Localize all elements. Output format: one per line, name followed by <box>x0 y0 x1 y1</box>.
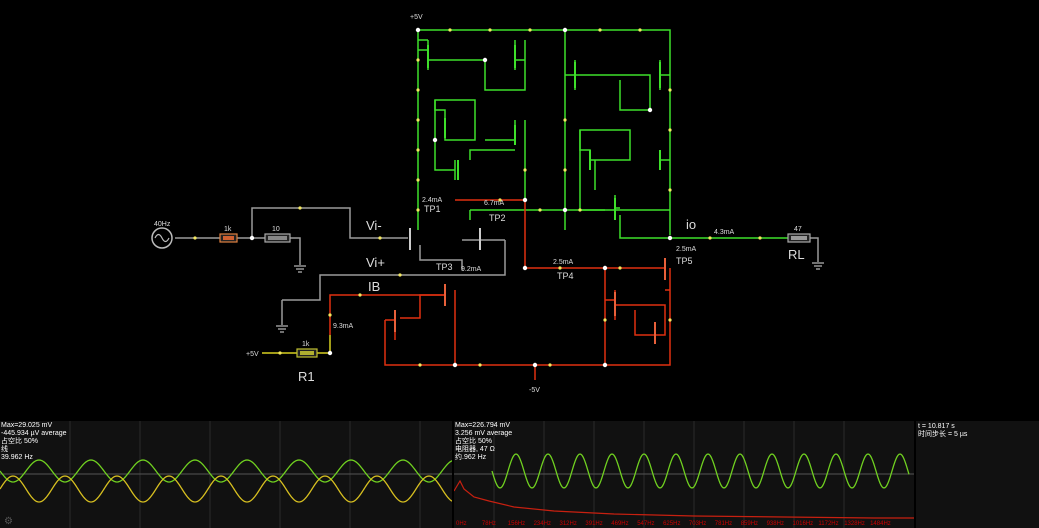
r-source-label: 1k <box>224 226 232 233</box>
gear-icon[interactable]: ⚙ <box>4 516 13 527</box>
load-value-label: 47 <box>794 226 802 233</box>
node-ib-label: IB <box>368 279 380 294</box>
scope-1-max: Max=29.025 mV <box>1 422 53 429</box>
r-bias-label: 1k <box>302 341 310 348</box>
i-tp5-label: 2.5mA <box>676 246 697 253</box>
current-dots <box>193 28 762 367</box>
i-load-label: 4.3mA <box>714 229 735 236</box>
i-tp2-label: 6.7mA <box>484 200 505 207</box>
scope-2-green-trace <box>491 453 910 489</box>
freq-tick-label: 469Hz <box>611 521 628 527</box>
scope-panel-2[interactable]: 0Hz 78Hz 156Hz 234Hz 312Hz 391Hz 469Hz 547Hz 625… <box>454 421 914 528</box>
node-io-label: io <box>686 217 696 232</box>
freq-tick-label: 781Hz <box>715 521 732 527</box>
resistor-icon[interactable] <box>264 233 291 243</box>
freq-tick-label: 938Hz <box>767 521 784 527</box>
supply-neg-label: -5V <box>529 387 540 394</box>
freq-tick-label: 625Hz <box>663 521 680 527</box>
resistor-icon[interactable] <box>219 233 238 243</box>
freq-tick-label: 1484Hz <box>870 521 891 527</box>
tp1-label: TP1 <box>424 204 441 214</box>
freq-tick-label: 703Hz <box>689 521 706 527</box>
tp4-label: TP4 <box>557 271 574 281</box>
supply-pos-label: +5V <box>410 14 423 21</box>
sim-time: t = 10.817 s <box>918 423 955 430</box>
freq-tick-label: 234Hz <box>534 521 551 527</box>
transistors[interactable] <box>427 45 661 220</box>
bias-supply-label: +5V <box>246 351 259 358</box>
freq-tick-label: 859Hz <box>741 521 758 527</box>
transistors-red[interactable] <box>394 258 666 344</box>
scope-2-spectrum <box>454 479 914 519</box>
freq-tick-label: 78Hz <box>482 521 496 527</box>
scope-2-plot[interactable]: 0Hz 78Hz 156Hz 234Hz 312Hz 391Hz 469Hz 547Hz 625… <box>454 421 914 528</box>
freq-tick-label: 156Hz <box>508 521 525 527</box>
r-bias-name: R1 <box>298 369 315 384</box>
scope-2-duty: 占空比 50% <box>455 438 492 445</box>
r-series-label: 10 <box>272 226 280 233</box>
scope-2-average: 3.256 mV average <box>455 430 513 437</box>
load-name-label: RL <box>788 247 805 262</box>
time-step: 时间步长 = 5 µs <box>918 431 968 438</box>
i-tp4-label: 2.5mA <box>553 259 574 266</box>
i-tp1-label: 2.4mA <box>422 197 443 204</box>
ac-source-icon[interactable] <box>151 227 173 249</box>
freq-tick-label: 547Hz <box>637 521 654 527</box>
scope-2-freq: 约.962 Hz <box>455 454 487 461</box>
ground-icon <box>294 265 306 273</box>
junction-dots <box>249 27 673 368</box>
freq-tick-label: 1172Hz <box>818 521 838 527</box>
scope-1-plot[interactable] <box>0 421 452 528</box>
i-bias-label: 9.3mA <box>333 323 354 330</box>
scope-1-freq: 39.962 Hz <box>1 454 33 461</box>
scope-2-frequency-axis: 0Hz 78Hz 156Hz 234Hz 312Hz 391Hz 469Hz 547Hz 625… <box>456 521 891 527</box>
scope-1-yellow-trace <box>0 475 452 503</box>
ground-icon <box>276 325 288 333</box>
scope-2-max: Max=226.794 mV <box>455 422 511 429</box>
node-vplus-label: Vi+ <box>366 255 385 270</box>
scope-1-element: 线 <box>1 446 8 453</box>
tp2-label: TP2 <box>489 213 506 223</box>
ground-icon <box>812 262 824 270</box>
freq-tick-label: 391Hz <box>585 521 602 527</box>
i-tp3-label: 9.2mA <box>461 266 482 273</box>
freq-tick-label: 1328Hz <box>844 521 865 527</box>
scope-2-element: 电阻器, 47 Ω <box>455 446 495 453</box>
resistor-icon[interactable] <box>787 233 811 243</box>
circuit-canvas[interactable]: +5V -5V 40Hz 1k 10 1k R1 +5V 47 RL Vi- V… <box>0 0 1039 420</box>
scope-1-duty: 占空比 50% <box>1 438 38 445</box>
scope-1-green-trace <box>0 459 452 483</box>
freq-tick-label: 0Hz <box>456 521 467 527</box>
tp5-label: TP5 <box>676 256 693 266</box>
scope-1-average: -445.934 µV average <box>1 430 67 437</box>
source-freq-label: 40Hz <box>154 221 171 228</box>
resistor-icon[interactable] <box>296 348 318 358</box>
node-vminus-label: Vi- <box>366 218 382 233</box>
freq-tick-label: 1016Hz <box>793 521 814 527</box>
freq-tick-label: 312Hz <box>560 521 577 527</box>
tp3-label: TP3 <box>436 262 453 272</box>
transistors-gray[interactable] <box>409 228 481 250</box>
